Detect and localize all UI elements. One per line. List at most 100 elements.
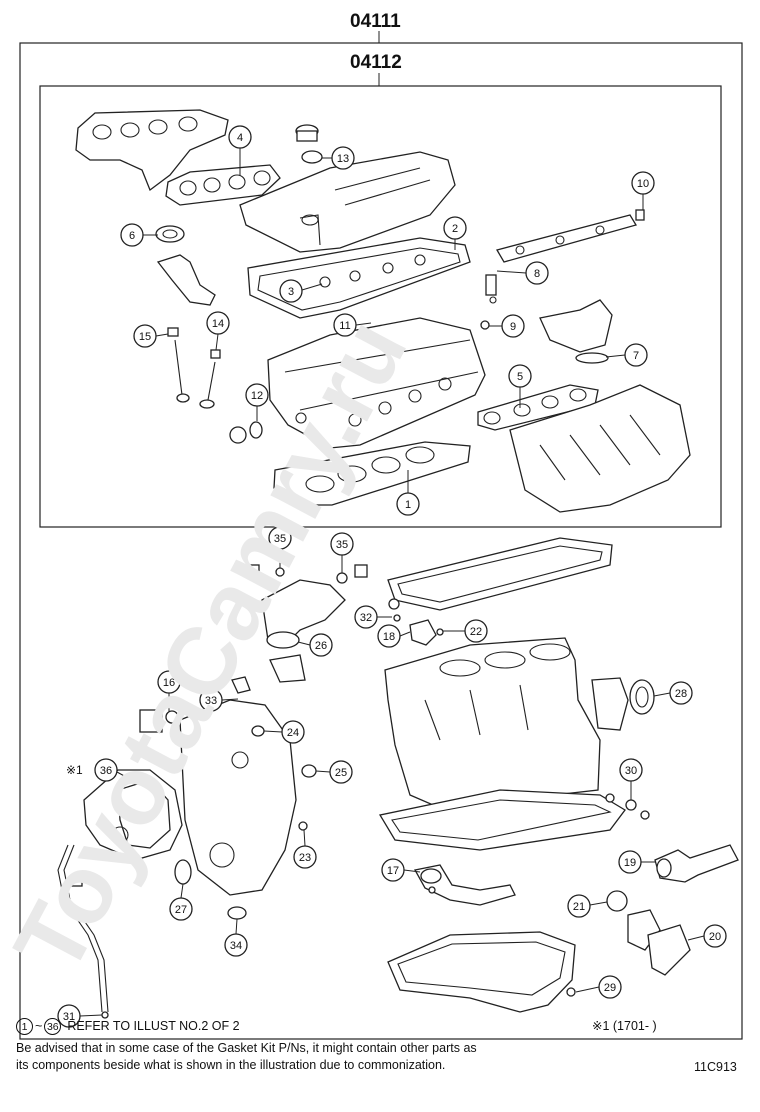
svg-text:10: 10 xyxy=(637,178,649,190)
thermostat xyxy=(606,890,691,976)
footer-refer-from: 1 xyxy=(16,1018,33,1035)
callout-31: 31 xyxy=(57,1004,81,1028)
small-gaskets-block xyxy=(388,598,444,646)
footer-refer-sep: ~ xyxy=(35,1019,43,1033)
svg-text:29: 29 xyxy=(604,982,616,994)
oil-level-gauge-guide xyxy=(57,844,109,1019)
callout-24: 24 xyxy=(281,720,305,744)
callout-10: 10 xyxy=(631,171,655,195)
svg-text:19: 19 xyxy=(624,857,636,869)
svg-text:17: 17 xyxy=(387,865,399,877)
svg-text:23: 23 xyxy=(299,852,311,864)
callout-25: 25 xyxy=(329,760,353,784)
svg-text:2: 2 xyxy=(452,223,458,235)
exhaust-manifold-gasket xyxy=(165,164,281,206)
callout-36: 36 xyxy=(94,758,118,782)
svg-text:18: 18 xyxy=(383,631,395,643)
callout-15: 15 xyxy=(133,324,157,348)
footer-refer-text: REFER TO ILLUST NO.2 OF 2 xyxy=(67,1019,240,1033)
callout-12: 12 xyxy=(245,383,269,407)
valve-stem-seals xyxy=(167,327,221,409)
callout-21: 21 xyxy=(567,894,591,918)
intake-manifold xyxy=(509,384,691,513)
footer-date-note: ※1 (1701- ) xyxy=(592,1019,657,1033)
cylinder-head-cover xyxy=(239,151,456,253)
footer-note-line-1: Be advised that in some case of the Gask… xyxy=(16,1041,477,1055)
svg-text:9: 9 xyxy=(510,321,516,333)
svg-text:7: 7 xyxy=(633,350,639,362)
svg-text:14: 14 xyxy=(212,318,224,330)
footer-refer-line: 1 ~ 36 REFER TO ILLUST NO.2 OF 2 xyxy=(16,1018,240,1035)
callout-23: 23 xyxy=(293,845,317,869)
callout-28: 28 xyxy=(669,681,693,705)
callout-27: 27 xyxy=(169,897,193,921)
callout-16: 16 xyxy=(157,670,181,694)
footer-note-line-2: its components beside what is shown in t… xyxy=(16,1058,446,1072)
oil-drain-plug-gasket xyxy=(625,799,650,820)
callout-20: 20 xyxy=(703,924,727,948)
svg-text:35: 35 xyxy=(274,533,286,545)
svg-text:16: 16 xyxy=(163,677,175,689)
svg-text:36: 36 xyxy=(100,765,112,777)
svg-text:8: 8 xyxy=(534,268,540,280)
svg-text:3: 3 xyxy=(288,286,294,298)
water-pump-gasket xyxy=(83,769,183,861)
callout-13: 13 xyxy=(331,146,355,170)
spark-plug-tube-gaskets xyxy=(319,254,426,288)
callout-35a: 35 xyxy=(268,526,292,550)
callout-17: 17 xyxy=(381,858,405,882)
callout-33: 33 xyxy=(199,688,223,712)
cylinder-head xyxy=(267,317,486,449)
water-outlet xyxy=(539,299,613,364)
callout-32: 32 xyxy=(354,605,378,629)
exhaust-pipe-gasket xyxy=(155,225,216,306)
fuel-injector xyxy=(480,274,497,330)
callout-14: 14 xyxy=(206,311,230,335)
svg-text:34: 34 xyxy=(230,940,242,952)
footer-refer-to: 36 xyxy=(44,1018,62,1035)
oil-pan-no1 xyxy=(378,789,626,851)
front-oil-seal xyxy=(174,859,192,885)
callout-22: 22 xyxy=(464,619,488,643)
svg-text:11: 11 xyxy=(339,320,350,332)
svg-text:22: 22 xyxy=(470,626,482,638)
svg-text:5: 5 xyxy=(517,371,523,383)
cylinder-block xyxy=(384,637,601,809)
callout-leaders xyxy=(79,148,705,1017)
svg-text:4: 4 xyxy=(237,132,243,144)
fuel-delivery-pipe xyxy=(496,209,645,263)
callout-2: 2 xyxy=(443,216,467,240)
note-mark-36: ※1 xyxy=(66,763,83,777)
callout-34: 34 xyxy=(224,933,248,957)
cylinder-head-gasket xyxy=(273,441,471,506)
svg-text:31: 31 xyxy=(63,1011,75,1023)
callout-7: 7 xyxy=(624,343,648,367)
svg-text:12: 12 xyxy=(251,390,263,402)
illustration-code: 11C913 xyxy=(694,1060,737,1074)
svg-text:28: 28 xyxy=(675,688,687,700)
callout-35b: 35 xyxy=(330,532,354,556)
kit-number-outer: 04111 xyxy=(350,11,401,32)
callout-19: 19 xyxy=(618,850,642,874)
callout-5: 5 xyxy=(508,364,532,388)
svg-text:21: 21 xyxy=(573,901,585,913)
callout-markers: 1 2 3 4 5 6 7 8 9 10 11 12 13 14 15 16 1… xyxy=(57,125,727,1028)
callout-11: 11 xyxy=(333,313,357,337)
oil-filler-cap xyxy=(295,124,323,164)
svg-text:24: 24 xyxy=(287,727,299,739)
svg-text:35: 35 xyxy=(336,539,348,551)
svg-text:6: 6 xyxy=(129,230,135,242)
svg-text:27: 27 xyxy=(175,904,187,916)
callout-3: 3 xyxy=(279,279,303,303)
svg-text:15: 15 xyxy=(139,331,151,343)
oil-strainer xyxy=(413,864,516,906)
svg-text:25: 25 xyxy=(335,767,347,779)
svg-text:13: 13 xyxy=(337,153,349,165)
callout-9: 9 xyxy=(501,314,525,338)
inner-kit-frame xyxy=(39,85,722,528)
misc-o-rings-lower xyxy=(227,725,317,920)
callout-1: 1 xyxy=(396,492,420,516)
outer-kit-frame xyxy=(19,42,743,1040)
svg-text:26: 26 xyxy=(315,640,327,652)
svg-text:33: 33 xyxy=(205,695,217,707)
